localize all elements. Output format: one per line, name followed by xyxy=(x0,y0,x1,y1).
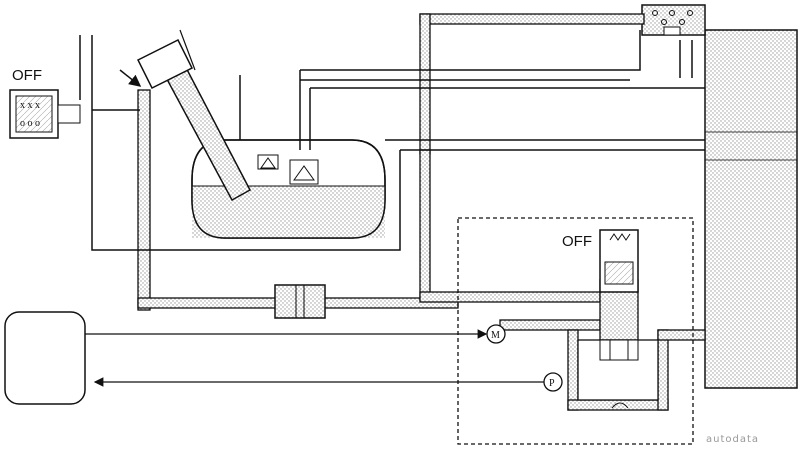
signal-lines xyxy=(85,329,544,387)
inline-filter xyxy=(274,284,326,319)
svg-text:x x x: x x x xyxy=(20,100,40,111)
watermark: autodata xyxy=(706,434,759,445)
pump-module-boundary xyxy=(457,217,694,445)
pressure-label: P xyxy=(549,378,555,389)
ecu-module xyxy=(4,311,86,405)
canister-vent-valve xyxy=(641,4,706,78)
filler-neck xyxy=(119,29,252,202)
fuel-tank xyxy=(191,139,386,239)
motor: M xyxy=(486,324,506,344)
pump-chamber xyxy=(577,339,659,409)
charcoal-canister xyxy=(704,29,798,389)
left-solenoid-valve: x x x o o o OFF xyxy=(9,67,81,139)
motor-label: M xyxy=(491,330,500,341)
svg-text:o o o: o o o xyxy=(20,118,40,129)
tank-vent-valves xyxy=(257,154,319,185)
off-label-left: OFF xyxy=(12,67,42,84)
off-label-right: OFF xyxy=(562,233,592,250)
plain-pipes xyxy=(79,30,705,251)
pressure-sensor: P xyxy=(543,372,563,392)
right-solenoid-valve: OFF xyxy=(562,229,639,293)
